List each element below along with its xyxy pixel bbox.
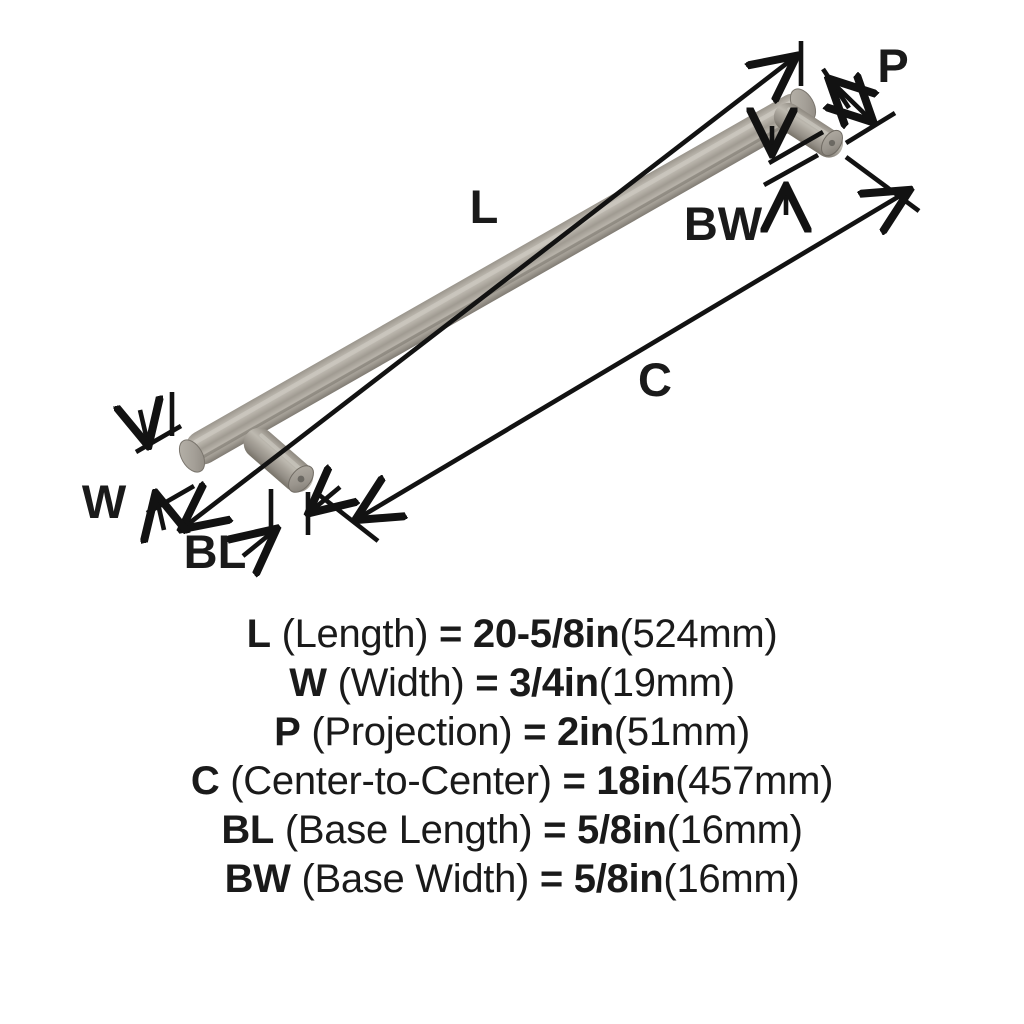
spec-equals-projection: = <box>523 710 547 754</box>
diagram-svg: L C W <box>82 39 921 578</box>
dimension-base-length <box>243 487 340 556</box>
spec-name-base-length: (Base Length) <box>284 808 533 852</box>
spec-metric-base-width: (16mm) <box>663 857 800 901</box>
spec-abbr-center-to-center: C <box>190 759 220 803</box>
spec-row-width: W (Width) = 3/4in(19mm) <box>0 659 1024 708</box>
spec-metric-projection: (51mm) <box>613 710 750 754</box>
bw-extension-lower <box>762 152 820 188</box>
spec-equals-base-width: = <box>539 857 563 901</box>
bar-pull-illustration <box>178 88 843 493</box>
spec-abbr-length: L <box>246 612 271 656</box>
spec-value-width: 3/4in <box>509 661 599 705</box>
spec-value-center-to-center: 18in <box>596 759 676 803</box>
spec-metric-center-to-center: (457mm) <box>675 759 834 803</box>
spec-metric-base-length: (16mm) <box>666 808 803 852</box>
product-diagram: L C W <box>82 39 921 578</box>
spec-equals-length: = <box>439 612 463 656</box>
spec-abbr-width: W <box>289 661 327 705</box>
bar-shadow-line <box>200 113 804 460</box>
spec-metric-width: (19mm) <box>598 661 735 705</box>
spec-abbr-projection: P <box>274 710 301 754</box>
spec-row-base-width: BW (Base Width) = 5/8in(16mm) <box>0 855 1024 904</box>
spec-abbr-base-width: BW <box>224 857 291 901</box>
dimension-base-width <box>762 126 825 215</box>
dimension-width <box>136 410 196 530</box>
spec-row-projection: P (Projection) = 2in(51mm) <box>0 708 1024 757</box>
width-arrow-upper <box>140 410 148 444</box>
spec-metric-length: (524mm) <box>619 612 778 656</box>
spec-abbr-base-length: BL <box>221 808 275 852</box>
spec-equals-width: = <box>475 661 499 705</box>
specification-list: L (Length) = 20-5/8in(524mm) W (Width) =… <box>0 602 1024 1024</box>
cc-dimension-line <box>357 191 908 519</box>
spec-value-projection: 2in <box>556 710 614 754</box>
bl-arrow-left <box>243 530 275 556</box>
label-base-length: BL <box>184 525 247 578</box>
spec-row-length: L (Length) = 20-5/8in(524mm) <box>0 610 1024 659</box>
cc-extension-right <box>844 155 921 213</box>
cc-extension-left <box>316 492 380 543</box>
spec-row-center-to-center: C (Center-to-Center) = 18in(457mm) <box>0 757 1024 806</box>
label-length: L <box>470 180 499 233</box>
bar-tube <box>178 88 817 473</box>
width-arrow-lower <box>156 495 164 530</box>
spec-equals-center-to-center: = <box>562 759 586 803</box>
bar-highlight <box>193 99 795 445</box>
dimension-projection <box>821 67 897 145</box>
length-dimension-line <box>183 57 795 528</box>
spec-name-center-to-center: (Center-to-Center) <box>230 759 552 803</box>
spec-equals-base-length: = <box>543 808 567 852</box>
spec-row-base-length: BL (Base Length) = 5/8in(16mm) <box>0 806 1024 855</box>
label-width: W <box>82 475 127 528</box>
left-post-screw-hole <box>297 475 305 483</box>
spec-name-length: (Length) <box>281 612 429 656</box>
width-extension-lower <box>145 484 196 515</box>
p-dimension-line <box>830 80 872 121</box>
right-post-screw-hole <box>828 139 836 147</box>
spec-value-base-width: 5/8in <box>573 857 664 901</box>
spec-name-base-width: (Base Width) <box>301 857 530 901</box>
spec-name-width: (Width) <box>337 661 465 705</box>
spec-value-length: 20-5/8in <box>472 612 620 656</box>
label-base-width: BW <box>684 197 763 250</box>
label-center-to-center: C <box>638 353 672 406</box>
spec-name-projection: (Projection) <box>311 710 513 754</box>
label-projection: P <box>877 39 908 92</box>
bl-arrow-right <box>310 487 340 512</box>
spec-value-base-length: 5/8in <box>577 808 667 852</box>
